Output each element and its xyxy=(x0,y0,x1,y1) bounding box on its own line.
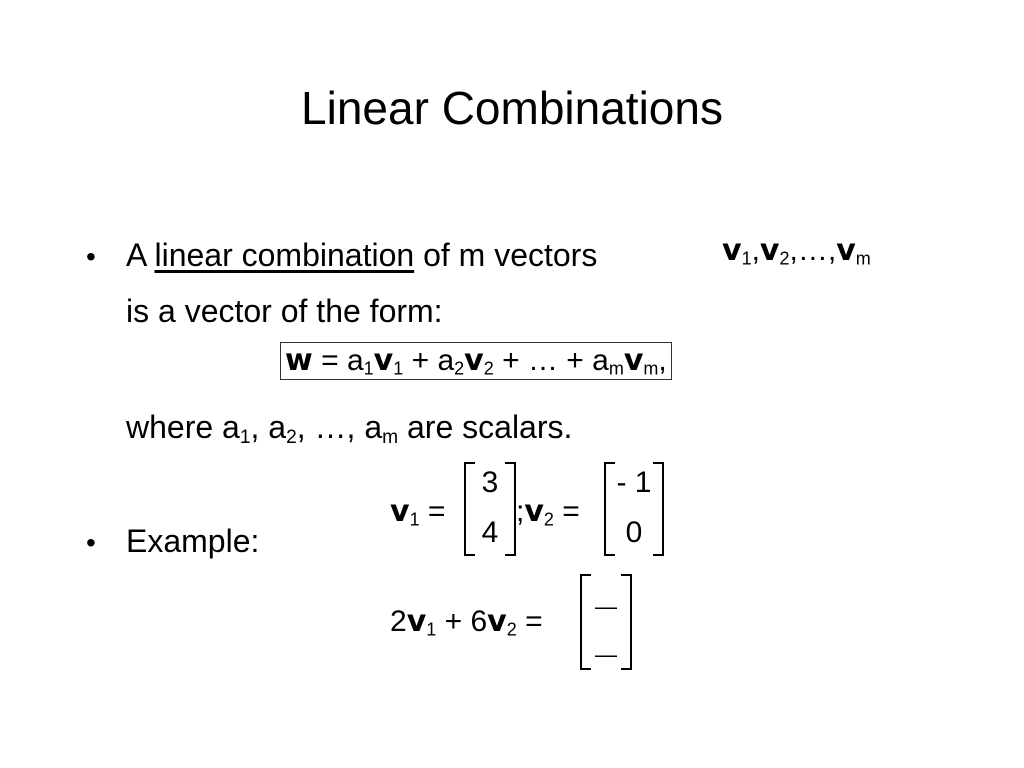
bullet-2-marker: • xyxy=(86,527,96,558)
vector-list: v1,v2,…,vm xyxy=(722,233,871,269)
linear-combination-formula: w = a1v1 + a2v2 + … + amvm, xyxy=(280,342,672,380)
v1-label: v1 = xyxy=(390,494,446,530)
result-blank-1: — xyxy=(595,594,617,619)
bullet-1-line-2: is a vector of the form: xyxy=(126,293,443,329)
bullet-1: • xyxy=(86,236,96,276)
example-label: Example: xyxy=(126,523,260,559)
result-matrix: — — xyxy=(580,574,632,670)
combination-expression: 2v1 + 6v2 = xyxy=(390,604,543,640)
bullet-1-line-1: A linear combination of m vectors xyxy=(126,237,598,273)
scalars-line: where a1, a2, …, am are scalars. xyxy=(126,409,573,448)
linear-combination-term: linear combination xyxy=(154,237,415,273)
v2-label: ;v2 = xyxy=(516,494,580,530)
v2-matrix: - 1 0 xyxy=(604,462,664,556)
slide-title: Linear Combinations xyxy=(301,82,723,134)
bullet-marker: • xyxy=(86,241,96,272)
v1-matrix: 3 4 xyxy=(464,462,516,556)
result-blank-2: — xyxy=(595,642,617,667)
